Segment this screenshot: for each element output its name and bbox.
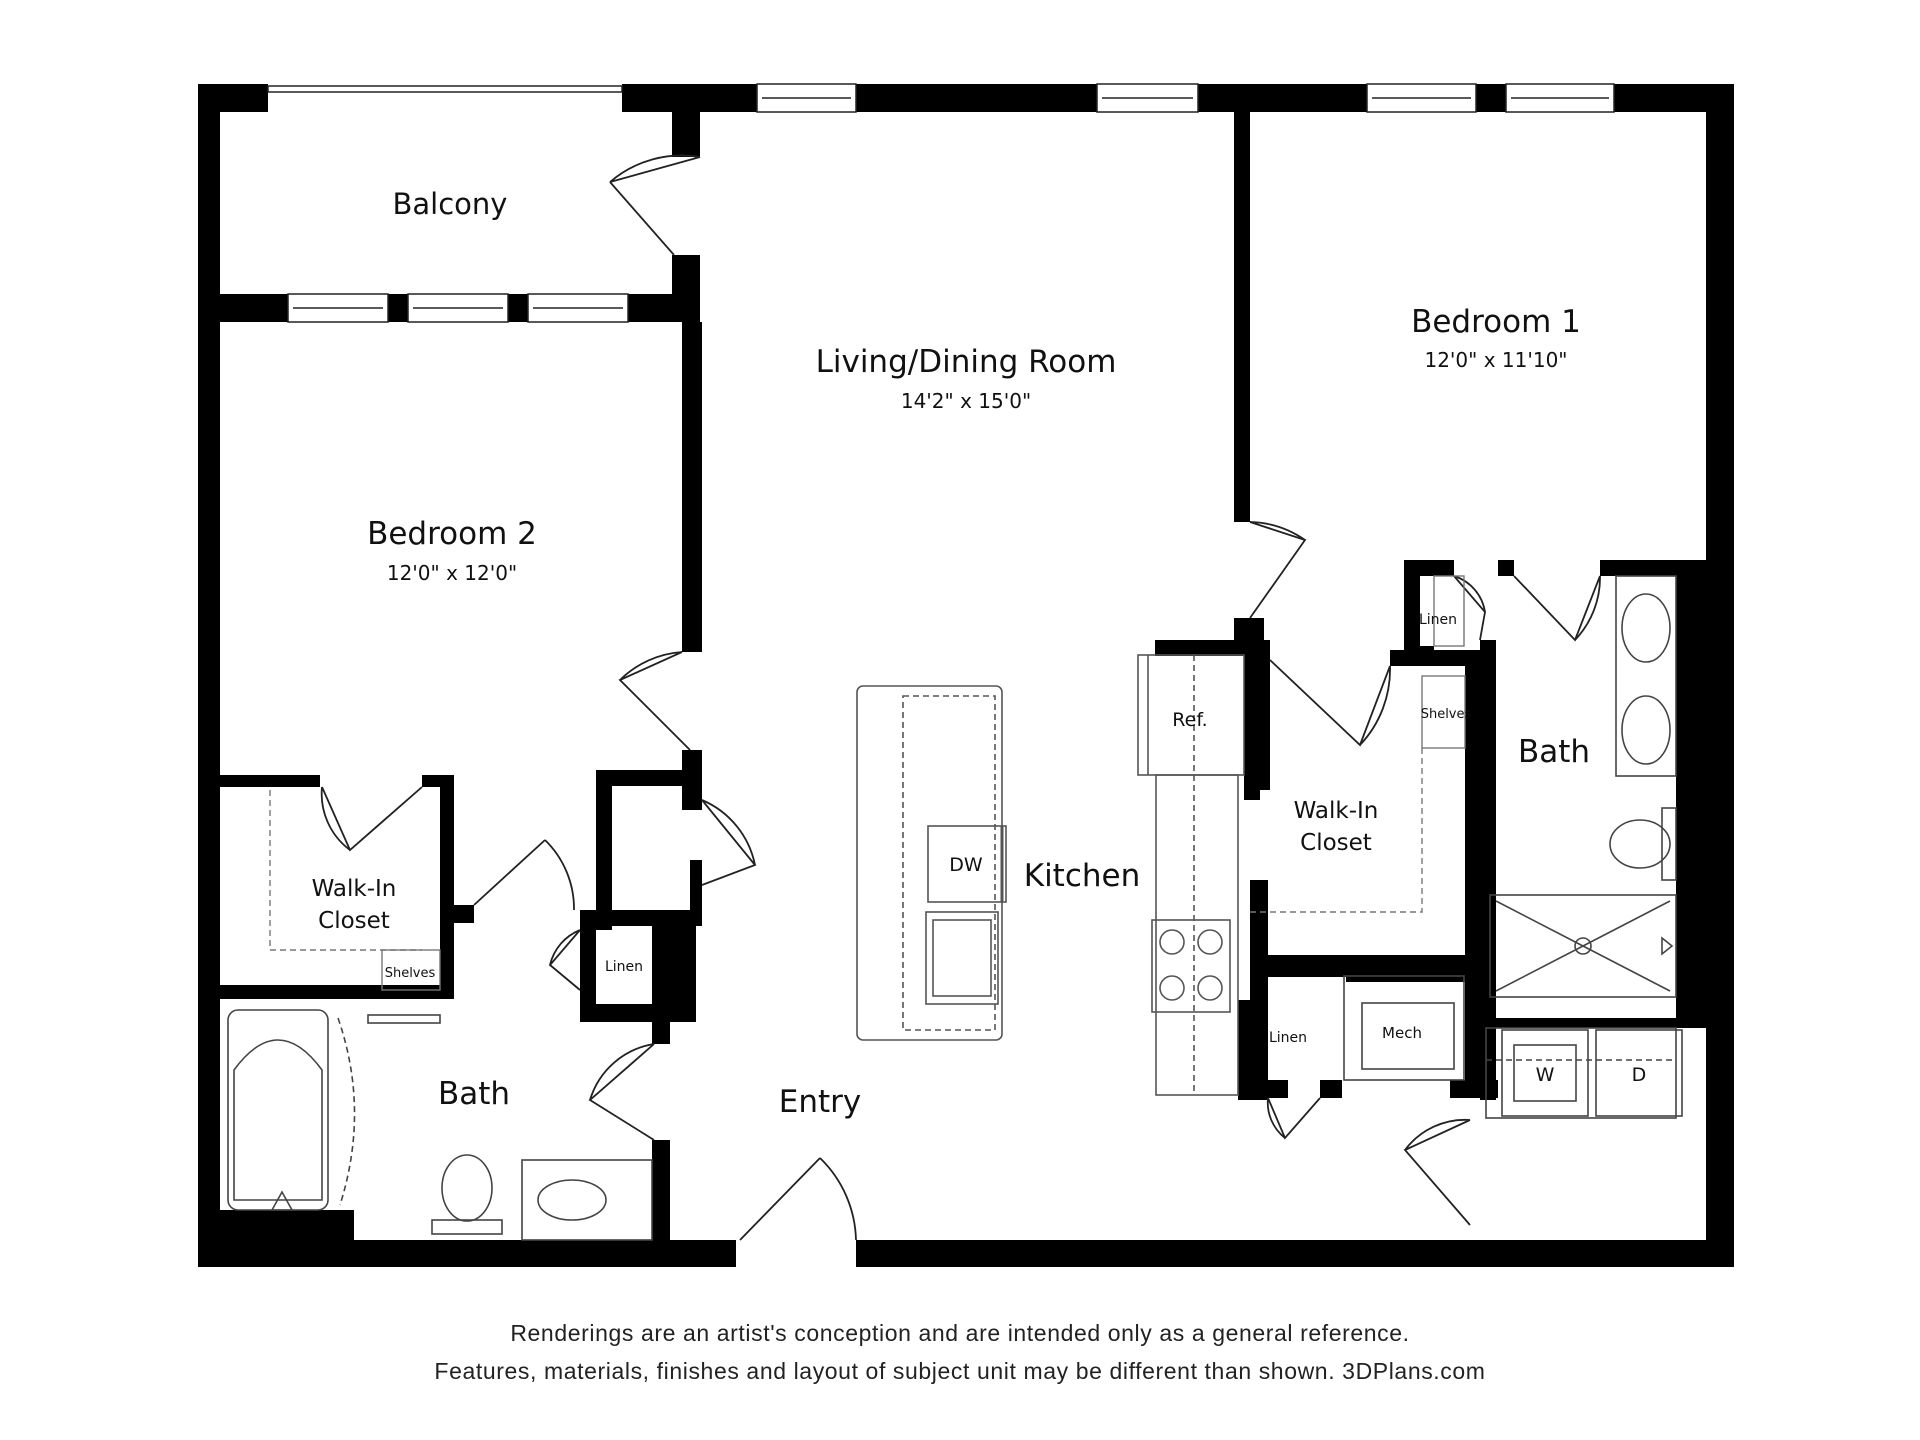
door-bath-right: [1513, 575, 1601, 642]
room-label-closet-left-1: Walk-In: [312, 876, 397, 902]
closet-right-shelving: [1250, 575, 1466, 913]
toilet-right: [1661, 807, 1677, 881]
exterior-walls: [198, 84, 1734, 1267]
kitchen-counter: [1137, 654, 1245, 1096]
washer: [1501, 1029, 1589, 1117]
door-linen-right-top: [1453, 575, 1486, 641]
door-closet-left: [320, 786, 423, 852]
door-bedroom2: [618, 651, 691, 751]
laundry: [1485, 1027, 1683, 1119]
room-label-closet-right-2: Closet: [1300, 830, 1372, 856]
disclaimer-line-1: Renderings are an artist's conception an…: [510, 1320, 1410, 1346]
disclaimer-line-2: Features, materials, finishes and layout…: [434, 1358, 1486, 1384]
door-bath-left: [473, 839, 575, 911]
closet-left-shelving: [269, 790, 441, 991]
room-label-closet-left-2: Closet: [318, 908, 390, 934]
fixture-label-washer: W: [1536, 1064, 1555, 1086]
room-label-closet-right-1: Walk-In: [1294, 798, 1379, 824]
dishwasher: [927, 825, 1007, 903]
door-balcony: [609, 154, 701, 256]
kitchen-island: [856, 685, 1007, 1041]
fixture-label-shelves-left: Shelves: [385, 966, 436, 981]
room-label-balcony: Balcony: [393, 187, 508, 221]
balcony-rail: [267, 85, 623, 93]
fixture-label-linen-right-bottom: Linen: [1269, 1030, 1307, 1046]
door-hall-closet: [701, 799, 757, 886]
room-label-bath-right: Bath: [1518, 734, 1590, 770]
fixture-label-dryer: D: [1632, 1064, 1647, 1086]
door-linen-center: [548, 929, 581, 991]
fixture-label-dw: DW: [949, 854, 983, 876]
mechanical: [1343, 975, 1465, 1081]
range: [1151, 919, 1231, 1013]
room-label-kitchen: Kitchen: [1024, 858, 1141, 894]
island-sink: [925, 911, 999, 1005]
door-entry: [739, 1157, 857, 1241]
door-bedroom1: [1249, 521, 1307, 619]
room-label-living: Living/Dining Room: [816, 344, 1117, 380]
bath-right-fixtures: [1489, 575, 1677, 998]
dryer: [1595, 1029, 1683, 1117]
vanity-right: [1615, 575, 1677, 777]
vanity-left: [521, 1159, 653, 1241]
room-label-entry: Entry: [779, 1084, 861, 1120]
balcony-divider: [198, 293, 690, 323]
dims-bedroom1: 12'0" x 11'10": [1424, 348, 1567, 372]
fixture-label-ref: Ref.: [1172, 709, 1207, 731]
interior-walls: [220, 112, 1718, 1240]
door-closet-right: [1269, 659, 1391, 747]
fixture-label-linen-center: Linen: [605, 959, 643, 975]
door-bath-entry: [588, 1043, 655, 1141]
windows: [267, 83, 1615, 113]
fixture-label-shelves-right: Shelves: [1421, 707, 1472, 722]
door-laundry: [1403, 1118, 1471, 1226]
room-label-bedroom1: Bedroom 1: [1411, 304, 1581, 340]
dims-living: 14'2" x 15'0": [901, 389, 1031, 413]
fixture-label-linen-right-top: Linen: [1419, 612, 1457, 628]
room-label-bedroom2: Bedroom 2: [367, 516, 537, 552]
dims-bedroom2: 12'0" x 12'0": [387, 561, 517, 585]
door-linen-right-bottom: [1266, 1097, 1321, 1140]
bath-left-fixtures: [227, 1009, 653, 1241]
fixture-label-mech: Mech: [1382, 1024, 1422, 1042]
room-label-bath-left: Bath: [438, 1076, 510, 1112]
shower: [1489, 894, 1677, 998]
doors: [320, 154, 1601, 1241]
toilet-left: [431, 1219, 503, 1235]
